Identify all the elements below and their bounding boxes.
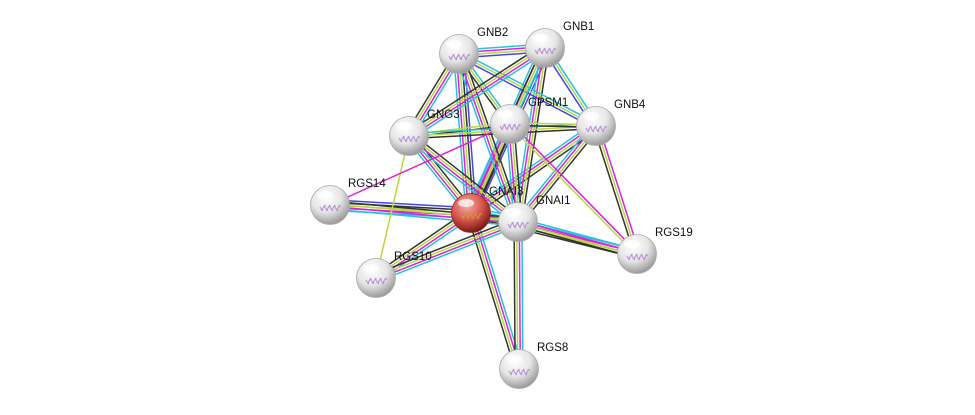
edge-evidence-coexpression — [410, 132, 521, 220]
edge-gpsm1-rgs19[interactable] — [508, 122, 639, 256]
edge-evidence-textmining — [518, 48, 548, 223]
node-label: GNB2 — [477, 27, 508, 39]
node-highlight — [497, 110, 513, 118]
node-label: GNAI3 — [489, 186, 524, 198]
node-label: GNAI1 — [536, 195, 571, 207]
edge-gnai1-rgs19[interactable] — [516, 217, 639, 259]
protein-structure-icon — [398, 135, 420, 143]
edge-evidence-database — [410, 50, 548, 140]
node-highlight — [532, 34, 548, 42]
node-highlight — [446, 40, 462, 48]
edge-evidence-experiment — [597, 124, 641, 254]
edge-evidence-textmining — [515, 222, 519, 370]
edge-rgs14-gpsm1[interactable] — [329, 123, 511, 206]
edge-evidence-textmining — [409, 134, 520, 222]
node-gnai1[interactable]: GNAI1 — [498, 195, 571, 242]
node-label: GNB4 — [614, 99, 646, 111]
edge-gnai1-rgs10[interactable] — [374, 217, 520, 283]
node-gng3[interactable]: GNG3 — [389, 109, 460, 156]
protein-structure-icon — [460, 212, 482, 220]
edge-evidence-coexpression — [592, 126, 636, 256]
edge-evidence-experiment — [329, 123, 511, 206]
edge-evidence-experiment — [515, 47, 545, 222]
node-highlight — [317, 191, 333, 199]
node-highlight — [624, 240, 640, 248]
edge-evidence-experiment — [409, 48, 547, 138]
node-gnb1[interactable]: GNB1 — [525, 21, 595, 68]
edge-evidence-experiment — [518, 220, 638, 254]
edge-evidence-experiment — [518, 221, 522, 369]
edge-evidence-textmining — [459, 53, 520, 222]
node-highlight — [396, 122, 412, 130]
edge-evidence-homology — [330, 199, 472, 209]
protein-structure-icon — [507, 221, 529, 229]
node-label: RGS8 — [537, 342, 568, 354]
edge-evidence-database — [406, 138, 517, 226]
edge-evidence-textmining — [375, 220, 518, 278]
edge-evidence-coexpression — [374, 217, 517, 276]
edge-evidence-database — [513, 47, 542, 222]
edge-gng3-rgs10[interactable] — [375, 135, 410, 279]
node-rgs10[interactable]: RGS10 — [356, 251, 432, 298]
edge-evidence-textmining — [517, 222, 637, 256]
edge-evidence-textmining — [407, 46, 545, 136]
protein-structure-icon — [319, 204, 341, 212]
edge-evidence-textmining — [458, 53, 597, 127]
protein-structure-icon — [508, 368, 530, 376]
edge-evidence-textmining — [595, 125, 638, 255]
edge-gnai1-gnb2[interactable] — [454, 52, 523, 224]
edge-gnb4-rgs19[interactable] — [592, 124, 641, 256]
edge-evidence-textmining — [375, 135, 410, 279]
node-gnai3[interactable]: GNAI3 — [451, 186, 524, 233]
edge-evidence-database — [518, 217, 639, 251]
edge-evidence-experiment — [510, 122, 639, 254]
edge-evidence-experiment — [457, 54, 518, 223]
node-highlight — [458, 199, 474, 207]
edge-gnai1-gng3[interactable] — [406, 132, 521, 226]
protein-structure-icon — [499, 123, 521, 131]
node-rgs19[interactable]: RGS19 — [617, 227, 693, 274]
protein-structure-icon — [585, 125, 607, 133]
node-highlight — [363, 264, 379, 272]
protein-structure-icon — [448, 53, 470, 61]
edge-gnb2-gnb4[interactable] — [457, 51, 598, 129]
edge-evidence-database — [521, 221, 524, 369]
node-highlight — [505, 208, 521, 216]
edge-evidence-coexpression — [521, 48, 550, 223]
edge-evidence-coexpression — [406, 44, 544, 134]
edge-gnai1-rgs8[interactable] — [513, 221, 524, 370]
protein-structure-icon — [365, 277, 387, 285]
edge-evidence-experiment — [407, 136, 518, 224]
edge-evidence-coexpression — [513, 222, 516, 370]
node-label: RGS10 — [394, 251, 432, 263]
node-label: RGS14 — [348, 178, 386, 190]
edge-gnai1-gnb1[interactable] — [513, 47, 550, 223]
edge-evidence-experiment — [469, 124, 596, 213]
edge-evidence-coexpression — [516, 225, 637, 259]
protein-structure-icon — [534, 47, 556, 55]
node-label: RGS19 — [655, 227, 693, 239]
edge-evidence-experiment — [376, 222, 519, 280]
edge-evidence-database — [459, 51, 598, 125]
node-rgs14[interactable]: RGS14 — [310, 178, 387, 225]
node-label: GPSM1 — [528, 97, 568, 109]
protein-structure-icon — [626, 253, 648, 261]
node-label: GNG3 — [427, 109, 460, 121]
edge-evidence-textmining — [508, 124, 637, 256]
edge-gnb1-gng3[interactable] — [406, 44, 548, 140]
edge-evidence-database — [454, 55, 516, 224]
node-label: GNB1 — [563, 21, 594, 33]
node-highlight — [506, 355, 522, 363]
edge-evidence-homology — [457, 55, 596, 129]
node-gpsm1[interactable]: GPSM1 — [490, 97, 569, 144]
node-gnb4[interactable]: GNB4 — [576, 99, 646, 146]
edge-evidence-database — [377, 224, 520, 283]
node-highlight — [583, 112, 599, 120]
node-gnb2[interactable]: GNB2 — [439, 27, 509, 74]
node-rgs8[interactable]: RGS8 — [499, 342, 569, 389]
